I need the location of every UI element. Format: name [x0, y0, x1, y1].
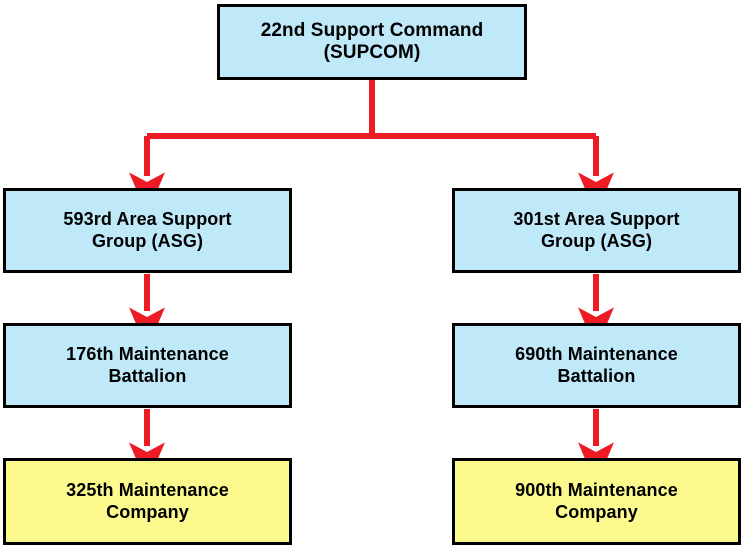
- node-900th-maintenance-company[interactable]: 900th Maintenance Company: [452, 458, 741, 545]
- node-label: 690th Maintenance Battalion: [515, 344, 678, 386]
- node-325th-maintenance-company[interactable]: 325th Maintenance Company: [3, 458, 292, 545]
- node-label: 176th Maintenance Battalion: [66, 344, 229, 386]
- node-22nd-support-command[interactable]: 22nd Support Command (SUPCOM): [217, 4, 527, 80]
- node-label: 900th Maintenance Company: [515, 480, 678, 522]
- node-301st-area-support-group[interactable]: 301st Area Support Group (ASG): [452, 188, 741, 273]
- node-label: 301st Area Support Group (ASG): [513, 209, 680, 251]
- edge-supcom-split: [129, 79, 614, 215]
- node-690th-maintenance-battalion[interactable]: 690th Maintenance Battalion: [452, 323, 741, 408]
- node-593rd-area-support-group[interactable]: 593rd Area Support Group (ASG): [3, 188, 292, 273]
- node-label: 22nd Support Command (SUPCOM): [260, 19, 484, 63]
- node-176th-maintenance-battalion[interactable]: 176th Maintenance Battalion: [3, 323, 292, 408]
- node-label: 593rd Area Support Group (ASG): [63, 209, 232, 251]
- node-label: 325th Maintenance Company: [66, 480, 229, 522]
